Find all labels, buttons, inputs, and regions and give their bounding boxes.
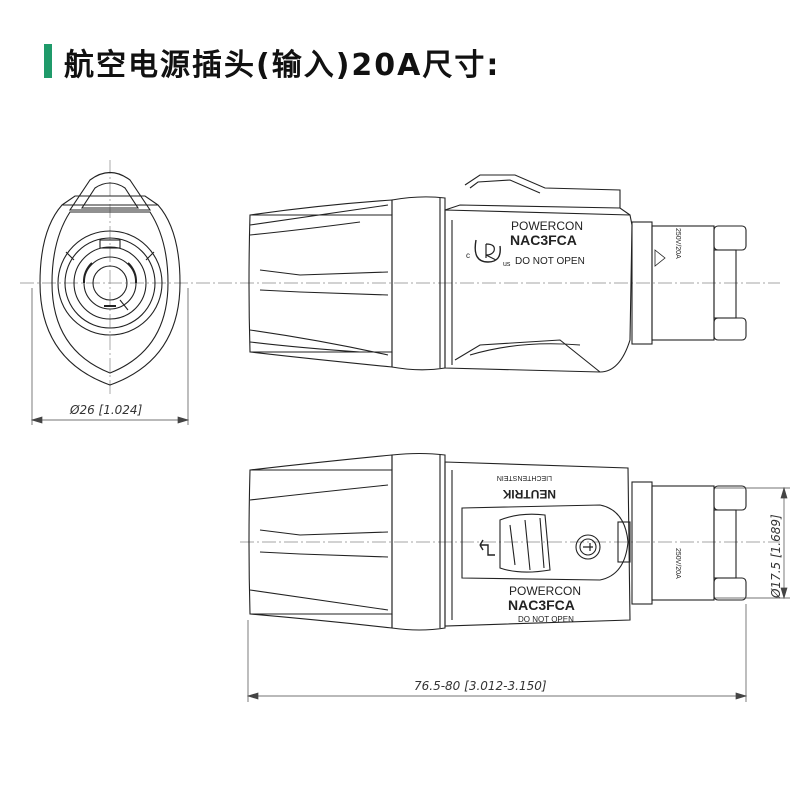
top-maker-logo: NEUTRIK — [502, 487, 556, 501]
page-title: 航空电源插头(输入)20A尺寸: — [64, 48, 501, 83]
top-length-label: 76.5-80 [3.012-3.150] — [414, 679, 547, 693]
top-height-label: Ø17.5 [1.689] — [769, 514, 783, 599]
top-rating-text: 250V/20A — [674, 548, 681, 579]
front-view — [39, 171, 181, 386]
front-diameter-dimension — [30, 288, 190, 425]
top-brand-text: POWERCON — [509, 584, 581, 598]
ur-mark-icon — [474, 239, 501, 263]
side-warning-text: DO NOT OPEN — [515, 256, 585, 267]
front-diameter-label: Ø26 [1.024] — [69, 403, 143, 417]
side-cert-us: us — [503, 261, 511, 268]
top-warning-text: DO NOT OPEN — [518, 615, 574, 624]
side-view — [248, 174, 747, 373]
center-lines — [20, 160, 780, 543]
top-view — [248, 452, 747, 631]
title-accent-bar — [44, 44, 52, 78]
side-rating-text: 250V/20A — [674, 228, 681, 259]
side-brand-text: POWERCON — [511, 219, 583, 233]
top-length-dimension — [246, 604, 748, 702]
top-height-dimension — [715, 486, 790, 600]
top-model-text: NAC3FCA — [508, 597, 575, 613]
side-model-text: NAC3FCA — [510, 232, 577, 248]
side-cert-c: c — [466, 251, 470, 260]
top-maker-text: LIECHTENSTEIN — [497, 474, 552, 481]
